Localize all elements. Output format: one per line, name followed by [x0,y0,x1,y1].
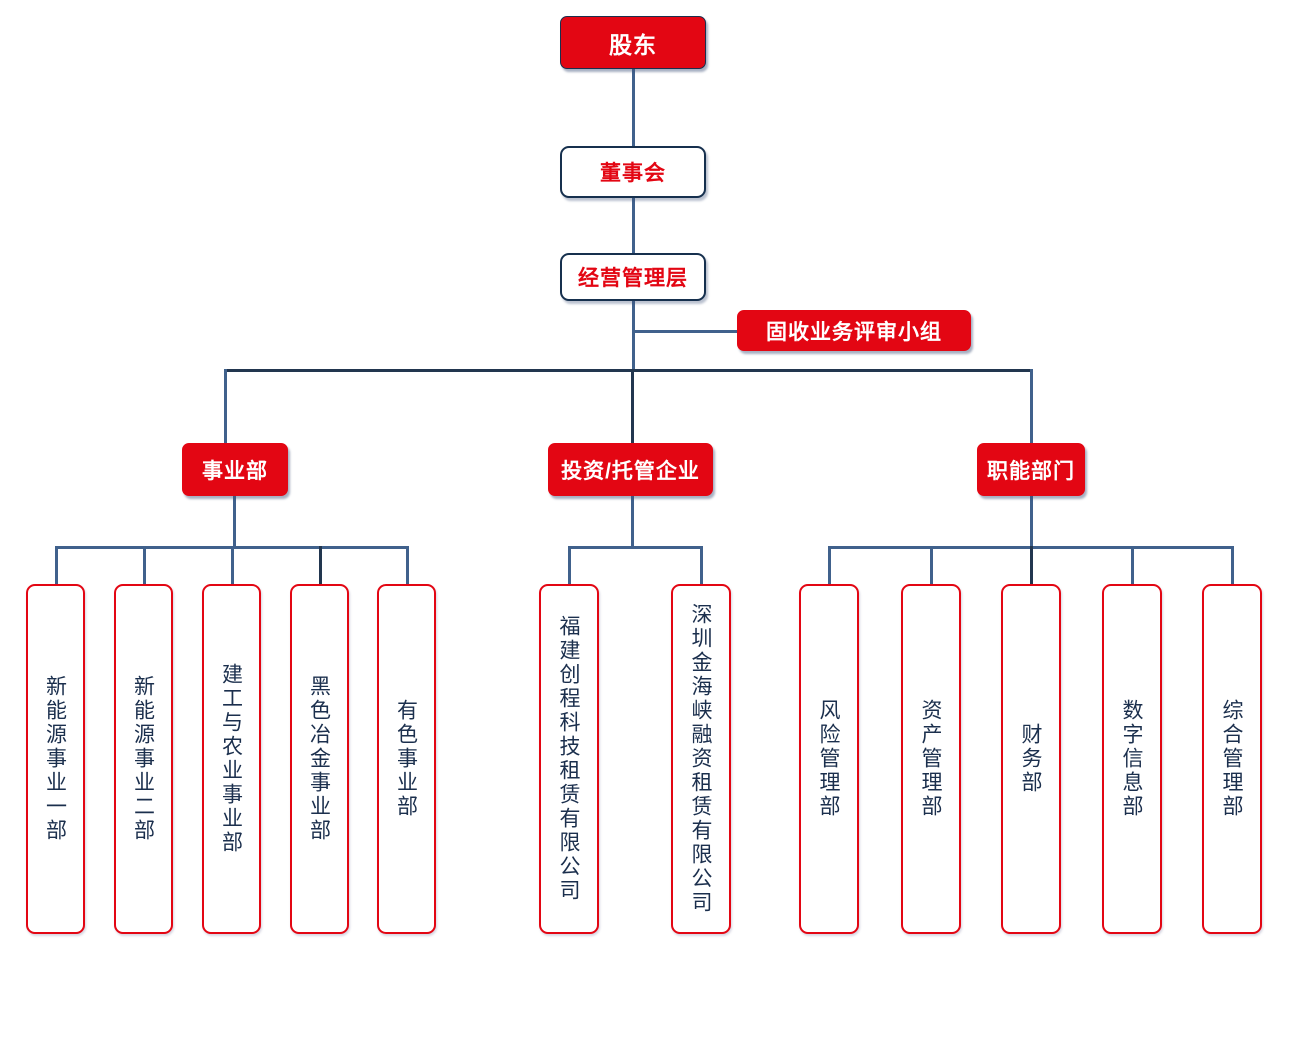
leaf-division-2[interactable]: 新能源事业二部 [114,584,173,934]
leaf-enterprise-1-label: 福建创程科技租赁有限公司 [557,615,582,903]
connector-management-review-group [632,330,738,333]
node-invest-trust-enterprises-label: 投资/托管企业 [561,459,700,483]
leaf-division-4[interactable]: 黑色冶金事业部 [290,584,349,934]
connector-level4-bar [224,369,1032,372]
connector-board-management [632,197,635,253]
node-business-divisions-label: 事业部 [202,459,268,483]
leaf-department-2[interactable]: 资产管理部 [901,584,961,934]
connector-shareholder-board [632,68,635,146]
connector-division-2 [143,546,146,584]
connector-enterprise-1 [568,546,571,584]
leaf-department-4-label: 数字信息部 [1120,699,1145,819]
connector-enterprises-bar [568,546,702,549]
node-business-divisions[interactable]: 事业部 [182,443,288,496]
connector-divisions-drop [233,495,236,547]
connector-department-5 [1231,546,1234,584]
node-functional-departments[interactable]: 职能部门 [977,443,1085,496]
leaf-department-1-label: 风险管理部 [817,699,842,819]
connector-bar-to-divisions [224,369,227,444]
connector-department-3 [1030,546,1033,584]
node-fixed-income-review-group-label: 固收业务评审小组 [766,320,942,344]
leaf-department-5-label: 综合管理部 [1220,699,1245,819]
connector-department-1 [828,546,831,584]
node-shareholder[interactable]: 股东 [560,16,706,69]
leaf-department-3-label: 财务部 [1019,723,1044,795]
leaf-division-5-label: 有色事业部 [394,699,419,819]
connector-division-3 [231,546,234,584]
node-invest-trust-enterprises[interactable]: 投资/托管企业 [548,443,713,496]
leaf-department-1[interactable]: 风险管理部 [799,584,859,934]
node-board[interactable]: 董事会 [560,146,706,198]
leaf-enterprise-2-label: 深圳金海峡融资租赁有限公司 [689,603,714,915]
node-fixed-income-review-group[interactable]: 固收业务评审小组 [737,310,971,351]
leaf-enterprise-2[interactable]: 深圳金海峡融资租赁有限公司 [671,584,731,934]
connector-department-4 [1131,546,1134,584]
leaf-enterprise-1[interactable]: 福建创程科技租赁有限公司 [539,584,599,934]
leaf-department-5[interactable]: 综合管理部 [1202,584,1262,934]
leaf-department-4[interactable]: 数字信息部 [1102,584,1162,934]
leaf-division-1-label: 新能源事业一部 [43,675,68,843]
connector-bar-to-enterprises [631,369,634,444]
connector-division-5 [406,546,409,584]
connector-department-2 [930,546,933,584]
leaf-division-4-label: 黑色冶金事业部 [307,675,332,843]
connector-enterprises-drop [631,495,634,547]
leaf-division-2-label: 新能源事业二部 [131,675,156,843]
connector-bar-to-departments [1030,369,1033,444]
leaf-department-3[interactable]: 财务部 [1001,584,1061,934]
connector-division-1 [55,546,58,584]
node-board-label: 董事会 [600,162,666,185]
connector-enterprise-2 [700,546,703,584]
connector-division-4 [319,546,322,584]
leaf-department-2-label: 资产管理部 [919,699,944,819]
node-management[interactable]: 经营管理层 [560,253,706,301]
connector-departments-drop [1030,495,1033,547]
leaf-division-5[interactable]: 有色事业部 [377,584,436,934]
node-shareholder-label: 股东 [609,31,657,58]
node-management-label: 经营管理层 [578,267,688,290]
connector-management-trunk [632,300,635,371]
leaf-division-3[interactable]: 建工与农业事业部 [202,584,261,934]
leaf-division-1[interactable]: 新能源事业一部 [26,584,85,934]
leaf-division-3-label: 建工与农业事业部 [219,663,244,855]
node-functional-departments-label: 职能部门 [987,459,1075,483]
